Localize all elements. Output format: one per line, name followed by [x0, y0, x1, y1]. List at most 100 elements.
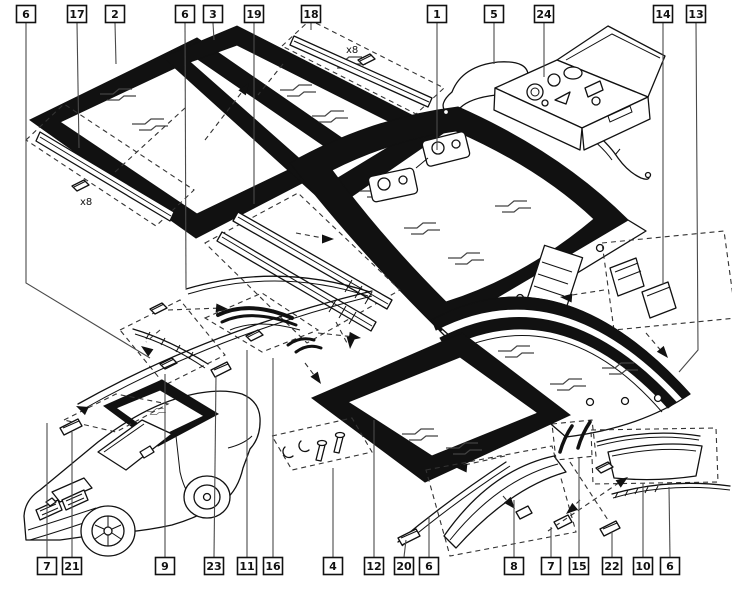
- dashed-group-outline: [425, 445, 577, 557]
- callout-box[interactable]: [568, 556, 590, 576]
- callout-number: 13: [688, 8, 703, 21]
- callout-number: 6: [22, 8, 30, 21]
- position-mark: [403, 222, 441, 235]
- callout-box[interactable]: [243, 4, 265, 24]
- callout-box[interactable]: [322, 556, 344, 576]
- clip-23: [210, 361, 232, 378]
- bracket-kit-14: [559, 230, 732, 361]
- callout-box[interactable]: [174, 4, 196, 24]
- retainer-clip-icon: [149, 302, 168, 315]
- roof-seal-strip-middle: [185, 275, 371, 297]
- callout-box[interactable]: [203, 556, 225, 576]
- callout-14: 14: [652, 4, 674, 284]
- callout-box[interactable]: [652, 4, 674, 24]
- retainer-clip-icon: [595, 461, 614, 474]
- car-rear-wheel: [183, 475, 231, 519]
- seal-strip-kit-17: [25, 103, 195, 227]
- callout-box[interactable]: [418, 556, 440, 576]
- callout-number: 6: [666, 560, 674, 573]
- callout-box[interactable]: [503, 556, 525, 576]
- callout-number: 19: [246, 8, 261, 21]
- callout-6: 6: [659, 486, 681, 576]
- callout-leader-line: [678, 22, 699, 373]
- callout-7: 7: [36, 423, 58, 576]
- callout-box[interactable]: [426, 4, 448, 24]
- car-front-wheel: [80, 505, 136, 557]
- callout-6: 6: [15, 4, 151, 359]
- callout-box[interactable]: [202, 4, 224, 24]
- callout-number: 12: [366, 560, 381, 573]
- callout-box[interactable]: [685, 4, 707, 24]
- callout-number: 11: [239, 560, 254, 573]
- position-mark: [311, 110, 349, 123]
- callout-4: 4: [322, 468, 344, 576]
- callout-number: 15: [571, 560, 586, 573]
- callout-box[interactable]: [540, 556, 562, 576]
- callout-leader-line: [213, 375, 217, 558]
- callout-number: 7: [43, 560, 51, 573]
- repair-kit-box: [493, 25, 666, 151]
- callout-box[interactable]: [300, 4, 322, 24]
- dashed-group-outline: [551, 419, 597, 461]
- guide-pieces-16: [286, 321, 362, 387]
- callout-number: 17: [69, 8, 84, 21]
- callout-9: 9: [154, 374, 176, 576]
- callout-15: 15: [568, 458, 590, 576]
- callout-box[interactable]: [533, 4, 555, 24]
- callout-8: 8: [503, 500, 525, 576]
- callout-number: 18: [303, 8, 318, 21]
- seal-strip-kit-18: [257, 19, 445, 115]
- callout-number: 1: [433, 8, 441, 21]
- callout-11: 11: [236, 350, 258, 576]
- seal-pair-kit-15: [551, 419, 597, 461]
- position-mark: [447, 252, 485, 265]
- callout-box[interactable]: [236, 556, 258, 576]
- dashed-group-outline: [25, 103, 195, 227]
- roof-seal-strip-front: [74, 290, 373, 416]
- callout-box[interactable]: [262, 556, 284, 576]
- clip-8: [515, 505, 533, 520]
- callout-box[interactable]: [632, 556, 654, 576]
- fastener-kit-4: [271, 417, 373, 471]
- position-mark: [494, 200, 532, 213]
- callout-box[interactable]: [393, 556, 415, 576]
- callout-box[interactable]: [66, 4, 88, 24]
- callout-box[interactable]: [659, 556, 681, 576]
- car-windshield: [97, 419, 173, 471]
- callout-box[interactable]: [36, 556, 58, 576]
- front-glass-panel: [311, 332, 571, 483]
- car-grille: [35, 489, 89, 521]
- position-mark: [279, 84, 317, 97]
- quantity-label: x8: [346, 45, 358, 56]
- callout-number: 4: [329, 560, 337, 573]
- dashed-group-outline: [204, 192, 401, 344]
- callout-7: 7: [540, 527, 562, 576]
- roof-drive-motor: [367, 131, 471, 203]
- callout-leader-line: [76, 22, 80, 149]
- kit-contents: [526, 66, 604, 107]
- callout-box[interactable]: [154, 556, 176, 576]
- callout-leader-line: [403, 539, 407, 558]
- roof-seal-strip-rear: [611, 482, 731, 499]
- dashed-group-outline: [601, 230, 732, 331]
- callout-number: 23: [206, 560, 221, 573]
- callout-24: 24: [533, 4, 555, 77]
- callout-23: 23: [203, 375, 225, 576]
- callout-box[interactable]: [61, 556, 83, 576]
- callout-box[interactable]: [601, 556, 623, 576]
- callout-box[interactable]: [15, 4, 37, 24]
- clip-7b: [553, 514, 573, 530]
- callout-16: 16: [262, 358, 284, 576]
- callout-box[interactable]: [363, 556, 385, 576]
- brand-badge-icon: [45, 497, 57, 507]
- callout-box[interactable]: [104, 4, 126, 24]
- main-roof-assembly: [289, 106, 647, 348]
- callout-leader-line: [668, 486, 671, 558]
- quarter-window-trim-kit-10: [590, 427, 719, 485]
- callout-2: 2: [104, 4, 126, 65]
- car-trunk-line: [227, 435, 253, 449]
- callout-box[interactable]: [483, 4, 505, 24]
- callout-leader-line: [114, 22, 117, 65]
